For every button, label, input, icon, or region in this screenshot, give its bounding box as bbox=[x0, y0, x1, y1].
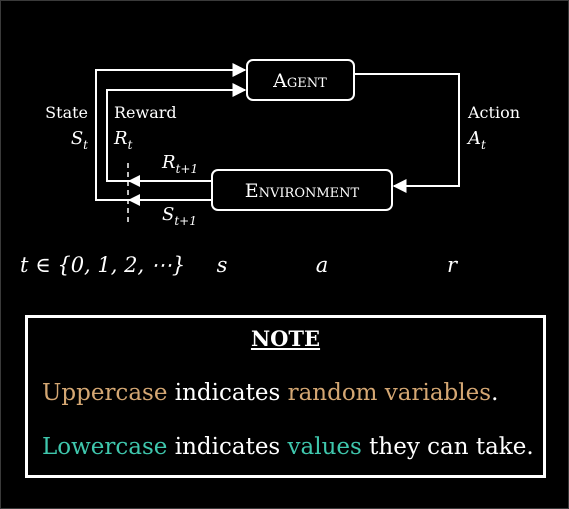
time-set: t ∈ {0, 1, 2, ⋯} bbox=[20, 253, 185, 277]
action-symbol: At bbox=[466, 128, 486, 152]
note-title: NOTE bbox=[250, 326, 321, 351]
lowercase-r: r bbox=[447, 253, 459, 277]
reward-next-arrowhead bbox=[128, 175, 140, 187]
next-reward-symbol: Rt+1 bbox=[161, 152, 198, 176]
state-symbol: St bbox=[71, 128, 88, 152]
rl-loop-diagram: Agent Environment State St Reward Rt Act… bbox=[20, 59, 520, 277]
random-variables-text: random variables bbox=[287, 380, 492, 406]
state-arrow bbox=[95, 63, 247, 201]
note-box: NOTE Uppercase indicates random variable… bbox=[25, 315, 546, 478]
action-arrow bbox=[354, 73, 460, 193]
lowercase-a: a bbox=[316, 253, 329, 277]
indicates-text-2: indicates bbox=[167, 434, 288, 460]
agent-label: Agent bbox=[272, 70, 327, 92]
reward-arrow bbox=[106, 83, 247, 182]
lowercase-s: s bbox=[217, 253, 228, 277]
uppercase-word: Uppercase bbox=[42, 380, 168, 406]
lowercase-word: Lowercase bbox=[42, 434, 168, 460]
agent-box bbox=[246, 59, 355, 101]
note-line-uppercase: Uppercase indicates random variables. bbox=[42, 380, 498, 406]
indicates-text-1: indicates bbox=[167, 380, 288, 406]
environment-label: Environment bbox=[245, 180, 360, 202]
state-label: State bbox=[45, 103, 88, 122]
they-can-take-text: they can take. bbox=[361, 434, 534, 460]
action-label: Action bbox=[467, 103, 520, 122]
next-state-symbol: St+1 bbox=[162, 204, 197, 228]
reward-symbol: Rt bbox=[113, 128, 133, 152]
reward-label: Reward bbox=[114, 103, 177, 122]
environment-box bbox=[211, 169, 393, 211]
note-line-lowercase: Lowercase indicates values they can take… bbox=[42, 434, 534, 460]
values-text: values bbox=[287, 434, 362, 460]
state-next-arrowhead bbox=[128, 194, 140, 206]
period-text: . bbox=[491, 380, 499, 406]
